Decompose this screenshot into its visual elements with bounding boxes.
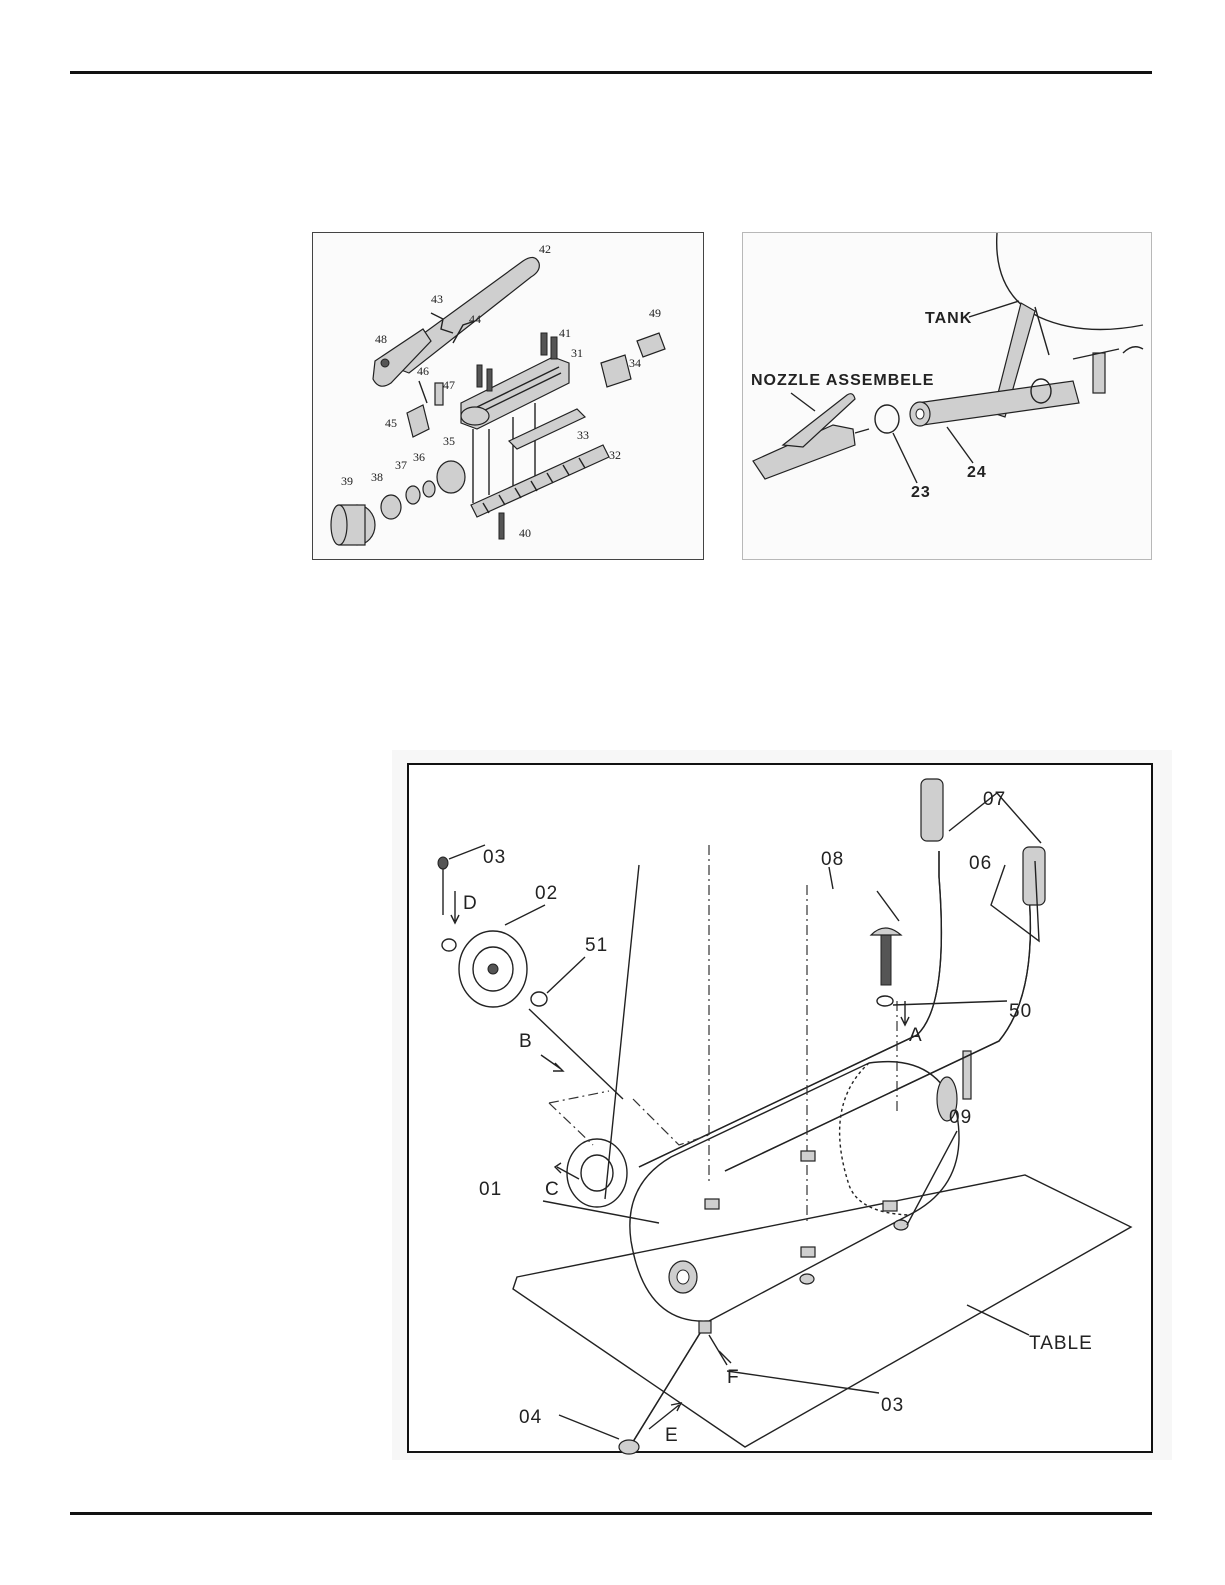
callout-06: 06 <box>969 853 992 874</box>
frame-assembly-frame: 03 02 51 08 07 06 50 09 01 TABLE 03 04 D… <box>407 763 1153 1453</box>
pin-46 <box>419 381 427 403</box>
frame-assembly-diagram: 03 02 51 08 07 06 50 09 01 TABLE 03 04 D… <box>392 750 1172 1460</box>
callout-41: 41 <box>559 326 571 340</box>
direction-c: C <box>545 1179 560 1200</box>
callout-37: 37 <box>395 458 407 472</box>
callout-31: 31 <box>571 346 583 360</box>
plate-47 <box>435 383 443 405</box>
cylinder-33 <box>509 409 585 449</box>
callout-03-bottom: 03 <box>881 1395 904 1416</box>
trigger-exploded-diagram: 31 32 33 34 35 36 37 38 39 40 41 42 43 4… <box>312 232 704 560</box>
nut-09 <box>894 1220 908 1230</box>
callout-02: 02 <box>535 883 558 904</box>
pin-03-bottom <box>709 1335 727 1365</box>
clamp-23 <box>875 405 899 433</box>
direction-a: A <box>909 1025 923 1046</box>
hose-24 <box>917 381 1079 425</box>
bolt-08 <box>881 933 891 985</box>
callout-04: 04 <box>519 1407 542 1428</box>
callout-38: 38 <box>371 470 383 484</box>
washer-51 <box>531 992 547 1006</box>
callout-40: 40 <box>519 526 531 540</box>
nozzle-assembly-label: NOZZLE ASSEMBELE <box>751 372 934 389</box>
nut-34 <box>601 355 631 387</box>
direction-f: F <box>727 1367 740 1388</box>
callout-49: 49 <box>649 306 661 320</box>
comb-bar-32 <box>471 445 609 517</box>
ball-48 <box>381 359 389 367</box>
frame-drawing: 03 02 51 08 07 06 50 09 01 TABLE 03 04 D… <box>409 765 1151 1451</box>
callout-32: 32 <box>609 448 621 462</box>
trigger-drawing: 31 32 33 34 35 36 37 38 39 40 41 42 43 4… <box>313 233 703 559</box>
table-board <box>513 1175 1131 1447</box>
callout-47: 47 <box>443 378 455 392</box>
callout-35: 35 <box>443 434 455 448</box>
callout-51: 51 <box>585 935 608 956</box>
grip-left <box>921 779 943 841</box>
callout-03-top: 03 <box>483 847 506 868</box>
handle-bar-rear <box>639 851 941 1167</box>
latch-45 <box>407 405 429 437</box>
callout-50: 50 <box>1009 1001 1032 1022</box>
washer-top <box>442 939 456 951</box>
callout-46: 46 <box>417 364 429 378</box>
callout-39: 39 <box>341 474 353 488</box>
callout-44: 44 <box>469 312 481 326</box>
washer-50 <box>877 996 893 1006</box>
fitting-49 <box>637 333 665 357</box>
direction-b: B <box>519 1031 533 1052</box>
handle-bar-front <box>725 865 1030 1171</box>
callout-45: 45 <box>385 416 397 430</box>
callout-09: 09 <box>949 1107 972 1128</box>
footer-rule <box>70 1512 1152 1515</box>
grip-right <box>1023 847 1045 905</box>
callout-43: 43 <box>431 292 443 306</box>
axle <box>529 1009 623 1099</box>
callout-08: 08 <box>821 849 844 870</box>
header-rule <box>70 71 1152 74</box>
direction-d: D <box>463 893 478 914</box>
hose-drawing: TANK NOZZLE ASSEMBELE 23 24 <box>743 233 1151 559</box>
bushing-38 <box>381 495 401 519</box>
tank-label: TANK <box>925 310 972 327</box>
callout-48: 48 <box>375 332 387 346</box>
callout-07: 07 <box>983 789 1006 810</box>
connector-35 <box>437 461 465 493</box>
callout-36: 36 <box>413 450 425 464</box>
nipple-37 <box>406 486 420 504</box>
washer-36 <box>423 481 435 497</box>
callout-23: 23 <box>911 484 931 501</box>
callout-42: 42 <box>539 242 551 256</box>
hose-connection-diagram: TANK NOZZLE ASSEMBELE 23 24 <box>742 232 1152 560</box>
table-label: TABLE <box>1029 1333 1093 1354</box>
callout-34: 34 <box>629 356 641 370</box>
wheel-ghost <box>567 1139 627 1207</box>
callout-01: 01 <box>479 1179 502 1200</box>
callout-24: 24 <box>967 464 987 481</box>
callout-33: 33 <box>577 428 589 442</box>
direction-e: E <box>665 1425 679 1446</box>
